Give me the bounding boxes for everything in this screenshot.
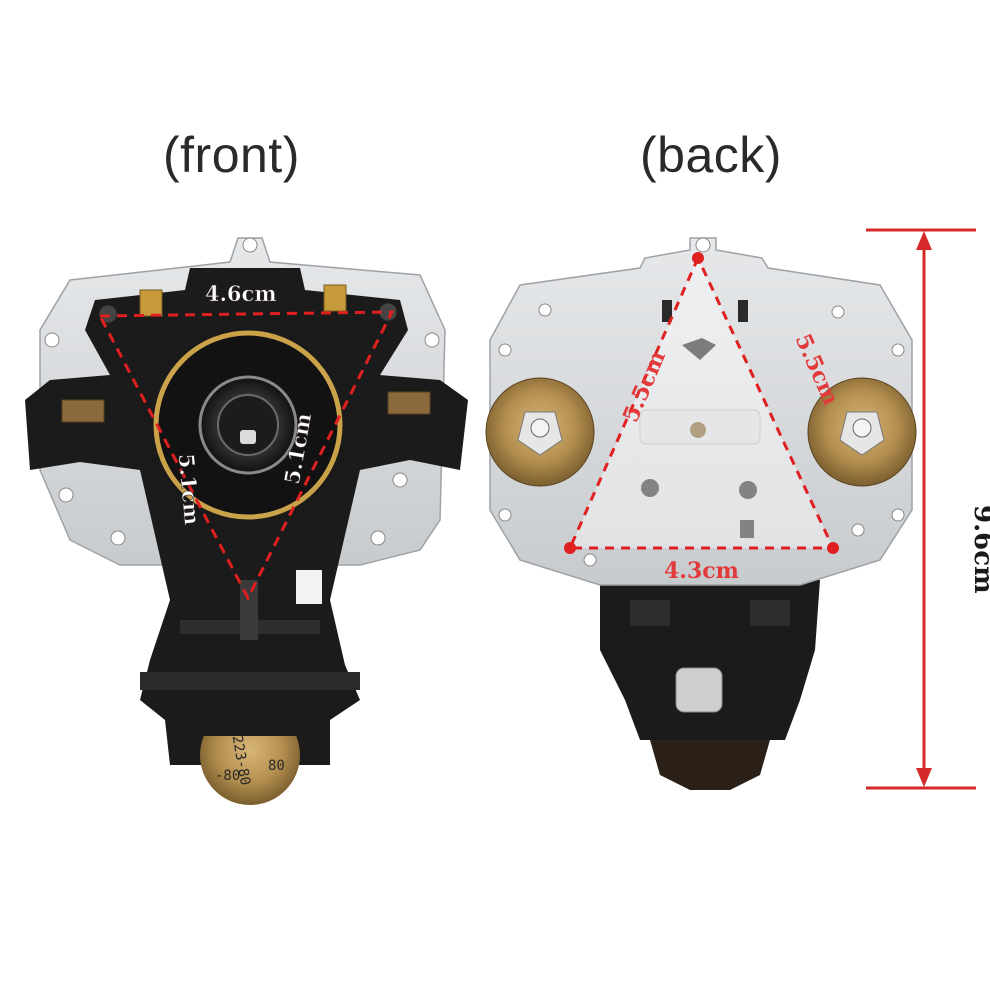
back-dimension-triangle (564, 252, 839, 554)
overall-height-label: 9.6cm (968, 505, 990, 594)
rating-line-1: 80 (268, 758, 285, 774)
back-view-label: (back) (640, 127, 782, 183)
back-thermostat (485, 237, 917, 790)
back-bottom-width-label: 4.3cm (664, 558, 739, 584)
height-dimension-line (866, 228, 976, 790)
front-view-label: (front) (163, 127, 300, 183)
front-top-width-label: 4.6cm (205, 281, 277, 306)
front-thermostat: 80 223-80 -80 (25, 237, 468, 805)
front-dimension-triangle (98, 310, 395, 602)
rating-line-3: -80 (215, 768, 240, 784)
